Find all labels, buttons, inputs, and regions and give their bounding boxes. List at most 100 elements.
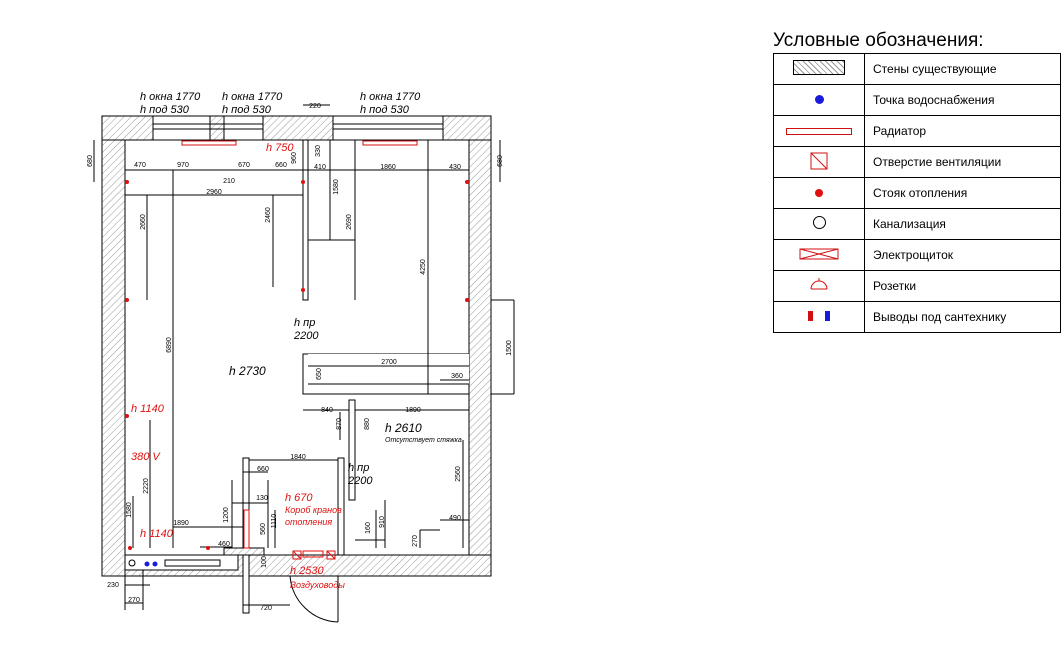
ducts-label: Воздуховоды bbox=[290, 580, 345, 590]
dim-6890: 6890 bbox=[166, 337, 173, 353]
vertical-dimensions: 680 680 960 330 2660 2460 1580 2690 4250… bbox=[87, 145, 513, 568]
dim-270b: 270 bbox=[128, 597, 140, 604]
window2-height: h окна 1770 bbox=[222, 91, 283, 103]
dim-330: 330 bbox=[315, 145, 322, 157]
socket-icon bbox=[810, 277, 828, 289]
box-label-line2: отопления bbox=[285, 517, 332, 527]
legend-title: Условные обозначения: bbox=[773, 30, 984, 51]
floor-plan: h окна 1770 h под 530 h окна 1770 h под … bbox=[87, 91, 515, 623]
kitchen-module bbox=[124, 554, 239, 571]
window3-sill: h под 530 bbox=[360, 104, 410, 116]
dim-1580b: 1580 bbox=[126, 502, 133, 518]
dim-2220: 2220 bbox=[143, 478, 150, 494]
room-bath-height: h 2610 bbox=[385, 421, 422, 435]
dim-4250: 4250 bbox=[420, 259, 427, 275]
legend-label: Точка водоснабжения bbox=[864, 84, 1061, 116]
legend-label: Отверстие вентиляции bbox=[864, 146, 1061, 178]
legend-label: Розетки bbox=[864, 270, 1061, 302]
legend-row: Канализация bbox=[773, 208, 1061, 240]
dim-560: 560 bbox=[260, 523, 267, 535]
doorway2-value: 2200 bbox=[347, 475, 373, 487]
dim-720: 720 bbox=[260, 605, 272, 612]
window2-sill: h под 530 bbox=[222, 104, 272, 116]
dim-130: 130 bbox=[256, 495, 268, 502]
dim-670: 670 bbox=[238, 162, 250, 169]
doorway2-label: h пр bbox=[348, 462, 369, 474]
heating-box bbox=[243, 509, 250, 549]
dim-2690: 2690 bbox=[346, 214, 353, 230]
legend-row: Розетки bbox=[773, 270, 1061, 302]
h670-label: h 670 bbox=[285, 492, 313, 504]
dim-870: 870 bbox=[336, 418, 343, 430]
h1140-bottom-label: h 1140 bbox=[140, 528, 174, 540]
box-label-line1: Короб кранов bbox=[285, 505, 342, 515]
legend-label: Радиатор bbox=[864, 115, 1061, 147]
legend-row: Точка водоснабжения bbox=[773, 84, 1061, 116]
dim-2960: 2960 bbox=[206, 189, 222, 196]
dim-160: 160 bbox=[365, 522, 372, 534]
dim-470: 470 bbox=[134, 162, 146, 169]
room-main-height: h 2730 bbox=[229, 364, 266, 378]
h750-label: h 750 bbox=[266, 142, 294, 154]
plumbing-outlets-icon bbox=[802, 310, 836, 324]
dim-1200: 1200 bbox=[223, 507, 230, 523]
legend-row: Электрощиток bbox=[773, 239, 1061, 271]
dim-1580: 1580 bbox=[333, 179, 340, 195]
h1140-top-label: h 1140 bbox=[131, 403, 165, 415]
legend-row: Радиатор bbox=[773, 115, 1061, 147]
legend-row: Стены существующие bbox=[773, 53, 1061, 85]
dim-210: 210 bbox=[223, 178, 235, 185]
legend-label: Стены существующие bbox=[864, 53, 1061, 85]
exterior-walls bbox=[101, 115, 492, 577]
ventilation-icon bbox=[292, 550, 302, 560]
dim-1500: 1500 bbox=[506, 340, 513, 356]
partitions bbox=[223, 139, 470, 614]
electrical-panel-icon bbox=[799, 248, 839, 259]
dim-680-left: 680 bbox=[87, 155, 94, 167]
dim-410: 410 bbox=[314, 164, 326, 171]
dim-840: 840 bbox=[321, 407, 333, 414]
dim-1840: 1840 bbox=[290, 454, 306, 461]
legend-label: Выводы под сантехнику bbox=[864, 301, 1061, 333]
electrical-panel-icon bbox=[302, 550, 324, 558]
legend-row: Отверстие вентиляции bbox=[773, 146, 1061, 178]
legend-label: Канализация bbox=[864, 208, 1061, 240]
dim-2660: 2660 bbox=[140, 214, 147, 230]
dim-270: 270 bbox=[412, 535, 419, 547]
dim-880: 880 bbox=[364, 418, 371, 430]
dim-360: 360 bbox=[451, 373, 463, 380]
voltage-label: 380 V bbox=[131, 451, 161, 463]
dim-100: 100 bbox=[261, 556, 268, 568]
hatched-wall-icon bbox=[793, 60, 845, 75]
legend-label: Электрощиток bbox=[864, 239, 1061, 271]
dim-660b: 660 bbox=[257, 466, 269, 473]
radiators bbox=[181, 140, 418, 146]
dim-490: 490 bbox=[449, 515, 461, 522]
dim-460: 460 bbox=[218, 541, 230, 548]
dimension-lines bbox=[93, 104, 515, 610]
dim-650: 650 bbox=[316, 368, 323, 380]
radiator-icon bbox=[786, 128, 852, 135]
dim-680-right: 680 bbox=[497, 155, 504, 167]
window1-sill: h под 530 bbox=[140, 104, 190, 116]
dim-2700: 2700 bbox=[381, 359, 397, 366]
legend-table: Стены существующие Точка водоснабжения Р… bbox=[773, 53, 1061, 333]
entrance-door bbox=[289, 575, 339, 623]
dim-1890b: 1890 bbox=[173, 520, 189, 527]
dim-2560: 2560 bbox=[455, 466, 462, 482]
windows bbox=[152, 115, 444, 141]
dim-220: 220 bbox=[309, 103, 321, 110]
window1-height: h окна 1770 bbox=[140, 91, 201, 103]
dim-430: 430 bbox=[449, 164, 461, 171]
bath-note: Отсутствует стяжка bbox=[385, 437, 462, 444]
dim-960: 960 bbox=[291, 152, 298, 164]
dim-230: 230 bbox=[107, 582, 119, 589]
doorway1-label: h пр bbox=[294, 317, 315, 329]
legend-row: Выводы под сантехнику bbox=[773, 301, 1061, 333]
dim-1860: 1860 bbox=[380, 164, 396, 171]
outlet-symbols bbox=[125, 180, 469, 550]
dim-660: 660 bbox=[275, 162, 287, 169]
doorway1-value: 2200 bbox=[293, 330, 319, 342]
window3-height: h окна 1770 bbox=[360, 91, 421, 103]
legend-label: Стояк отопления bbox=[864, 177, 1061, 209]
